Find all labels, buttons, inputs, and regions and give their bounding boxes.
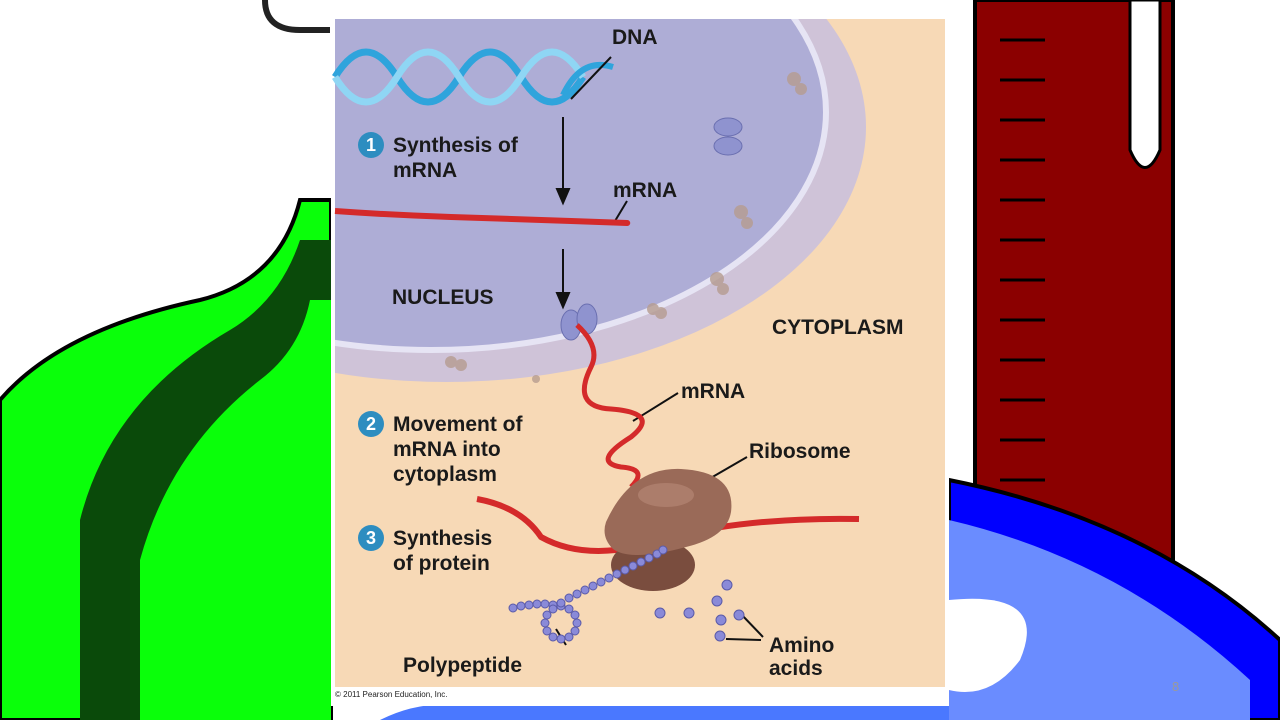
- figure-illustration: [331, 17, 949, 706]
- label-polypeptide: Polypeptide: [403, 654, 523, 677]
- nuclear-pore-top: [713, 117, 743, 156]
- step-1-text: Synthesis of mRNA: [393, 134, 518, 182]
- gene-expression-figure: DNA mRNA NUCLEUS CYTOPLASM mRNA Ribosome…: [331, 17, 949, 706]
- label-cytoplasm: CYTOPLASM: [772, 316, 904, 339]
- mrna-strand-nucleus: [334, 208, 631, 226]
- label-nucleus: NUCLEUS: [392, 286, 494, 309]
- polypeptide-chain: [508, 545, 668, 644]
- step-2-badge: 2: [358, 411, 384, 437]
- amino-acids: [654, 579, 745, 642]
- flow-arrow-1: [555, 117, 571, 206]
- label-mrna-cytoplasm: mRNA: [681, 380, 746, 403]
- label-amino-acids: Amino acids: [769, 634, 835, 680]
- step-2-text: Movement of mRNA into cytoplasm: [393, 413, 523, 486]
- mrna-strand-cytoplasm: [575, 323, 645, 489]
- flow-arrow-2: [555, 249, 571, 310]
- slide-page-number: 8: [1172, 679, 1180, 694]
- step-3-text: Synthesis of protein: [393, 527, 493, 575]
- dna-helix-strand-b: [332, 48, 586, 106]
- nucleus-shape: [331, 17, 829, 353]
- step-3-badge: 3: [358, 525, 384, 551]
- copyright-notice: © 2011 Pearson Education, Inc.: [335, 690, 448, 699]
- label-dna: DNA: [612, 26, 658, 49]
- label-mrna-nucleus: mRNA: [613, 179, 678, 202]
- step-1-badge: 1: [358, 132, 384, 158]
- label-ribosome: Ribosome: [749, 440, 851, 463]
- ribosome-shape: [604, 468, 732, 591]
